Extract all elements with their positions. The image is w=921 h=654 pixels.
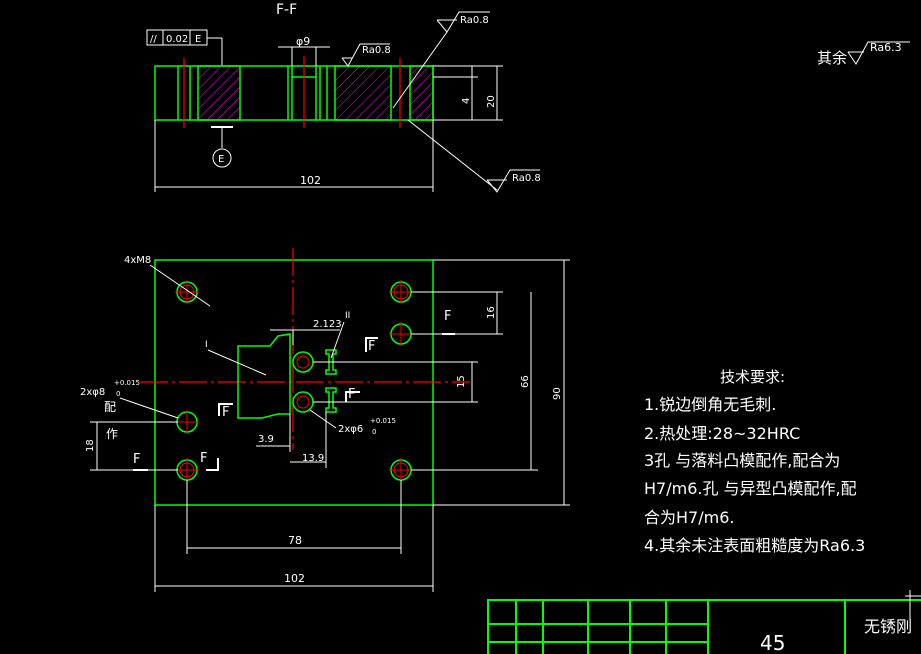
svg-text:F: F — [444, 309, 451, 324]
dim-139: 13.9 — [302, 453, 324, 464]
special-shape-II — [325, 349, 337, 413]
tech-item-4: H7/m6.孔 与异型凸模配作,配 — [644, 479, 857, 498]
flatness-frame: // 0.02 E — [146, 29, 223, 66]
title-block: 45 无锈刚 — [487, 590, 921, 654]
tech-requirements: 技术要求: 1.锐边倒角无毛刺. 2.热处理:28~32HRC 3孔 与落料凸模… — [644, 368, 865, 555]
rest-roughness-value: Ra6.3 — [870, 41, 902, 54]
svg-text:F: F — [368, 339, 375, 354]
tech-item-5: 合为H7/m6. — [644, 508, 734, 527]
pei-label: 配 — [104, 400, 116, 414]
hatch-zone-3 — [409, 65, 434, 121]
dim-102: 102 — [284, 572, 305, 585]
section-width-dim: 102 — [300, 174, 321, 187]
hole-dia-label: φ9 — [296, 35, 310, 48]
dim-66: 66 — [520, 375, 531, 388]
plan-view: F F F F F F 4xM8 2.123 I II 2xφ8 +0.015 … — [80, 248, 570, 592]
svg-text:+0.015: +0.015 — [114, 379, 140, 387]
hatch-zone-2 — [334, 65, 392, 121]
tech-item-6: 4.其余未注表面粗糙度为Ra6.3 — [644, 536, 865, 555]
material-code: 45 — [760, 631, 785, 654]
rest-roughness: 其余 Ra6.3 — [817, 41, 910, 67]
datum-label: E — [218, 154, 224, 165]
section-view: F-F // 0.02 E — [146, 2, 541, 193]
svg-text:F: F — [200, 451, 207, 466]
section-title: F-F — [276, 2, 297, 18]
label-I: I — [205, 340, 208, 350]
tech-item-3: 3孔 与落料凸模配作,配合为 — [644, 451, 840, 470]
svg-text:0: 0 — [372, 428, 376, 436]
svg-text:0: 0 — [116, 390, 120, 398]
tech-item-1: 1.锐边倒角无毛刺. — [644, 395, 776, 414]
dim-2123: 2.123 — [313, 319, 342, 330]
datum-e: E — [211, 126, 233, 168]
svg-text:F: F — [133, 452, 140, 467]
roughness-symbol-1: Ra0.8 — [341, 43, 391, 67]
flatness-datum: E — [195, 34, 201, 45]
section-markers: F F F F F F — [133, 309, 455, 471]
dim-90: 90 — [552, 387, 563, 400]
dim-15: 15 — [456, 375, 467, 388]
roughness-top2: Ra0.8 — [460, 15, 489, 26]
height-dim: 20 — [486, 95, 497, 108]
svg-text:F: F — [222, 405, 229, 420]
dia6-label: 2xφ6 — [338, 424, 363, 435]
dia8-label: 2xφ8 — [80, 387, 105, 398]
tech-item-2: 2.热处理:28~32HRC — [644, 424, 800, 443]
tech-title: 技术要求: — [720, 368, 785, 386]
material-name: 无锈刚 — [864, 617, 912, 636]
punch-opening-I — [237, 333, 291, 419]
dim-39: 3.9 — [258, 434, 274, 445]
thread-label: 4xM8 — [124, 255, 151, 266]
thread-holes — [176, 281, 412, 481]
svg-text:F: F — [348, 387, 355, 402]
flatness-symbol: // — [150, 34, 157, 45]
roughness-symbol-2: Ra0.8 — [392, 11, 490, 109]
rest-roughness-prefix: 其余 — [817, 49, 847, 67]
svg-text:+0.015: +0.015 — [370, 417, 396, 425]
roughness-bottom: Ra0.8 — [512, 173, 541, 184]
roughness-symbol-3: Ra0.8 — [407, 119, 541, 193]
dim-16: 16 — [486, 306, 497, 319]
zuo-label: 作 — [106, 427, 118, 441]
flatness-value: 0.02 — [166, 34, 188, 45]
label-II: II — [345, 311, 350, 321]
hatch-zone-1 — [197, 65, 241, 121]
dim-78: 78 — [288, 534, 302, 547]
roughness-top1: Ra0.8 — [362, 45, 391, 56]
dim-18: 18 — [85, 439, 96, 452]
depth-dim: 4 — [461, 98, 472, 104]
